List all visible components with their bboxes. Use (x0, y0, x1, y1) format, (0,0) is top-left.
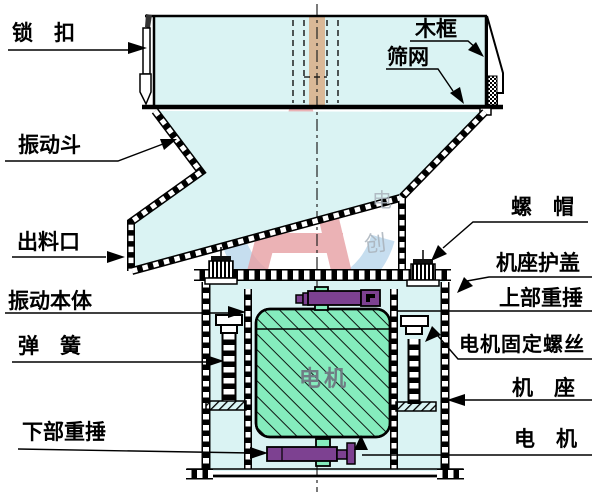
label-discharge-outlet: 出料口 (17, 231, 80, 254)
arrow-body (228, 306, 246, 318)
arrow-cover (457, 277, 473, 293)
arrow-nut (431, 245, 447, 261)
arrow-screw (425, 326, 441, 342)
lower-weight-hammer (266, 438, 356, 467)
label-lock-buckle: 锁 扣 (12, 22, 75, 45)
motor (254, 307, 392, 439)
label-vibrating-hopper: 振动斗 (18, 134, 81, 157)
label-upper-hammer: 上部重捶 (499, 287, 583, 310)
arrow-spring (206, 355, 224, 367)
sieve-box (142, 14, 503, 116)
wood-frame-section (487, 75, 498, 106)
vibrating-body-walls (244, 289, 398, 469)
arrow-lower-hammer (250, 447, 268, 459)
upper-weight-hammer (295, 286, 381, 311)
arrow-mesh (450, 87, 464, 104)
base-bottom (186, 468, 464, 480)
label-machine-base: 机 座 (512, 377, 575, 400)
watermark-char-top: 电 (372, 190, 392, 212)
label-vibrating-body: 振动本体 (8, 290, 92, 313)
arrow-wood-frame (468, 42, 484, 57)
right-spring-assembly (395, 315, 437, 412)
label-wood-frame: 木框 (415, 18, 457, 41)
lock-buckle (139, 14, 152, 106)
label-lower-hammer: 下部重捶 (22, 421, 106, 444)
label-sieve-mesh: 筛网 (387, 46, 429, 69)
motor-inner-label: 电机 (299, 366, 350, 391)
left-spring-assembly (205, 314, 247, 411)
label-nut: 螺 帽 (511, 196, 574, 219)
hopper-outline (127, 108, 488, 275)
nut-right (406, 250, 440, 287)
label-motor-fixing-screw: 电机固定螺丝 (459, 334, 585, 356)
arrow-hopper (160, 139, 177, 150)
arrow-outlet (107, 251, 125, 263)
nut-left (204, 247, 238, 285)
arrow-motor (354, 435, 368, 450)
arrow-base (447, 394, 465, 406)
label-motor: 电 机 (514, 428, 577, 451)
watermark-char-bottom: 创 (362, 229, 388, 258)
hopper-fill (131, 111, 485, 271)
label-spring: 弹 簧 (18, 335, 81, 358)
arrow-lock (128, 42, 147, 54)
label-base-cover: 机座护盖 (496, 252, 580, 275)
leader-arrows (107, 42, 484, 459)
